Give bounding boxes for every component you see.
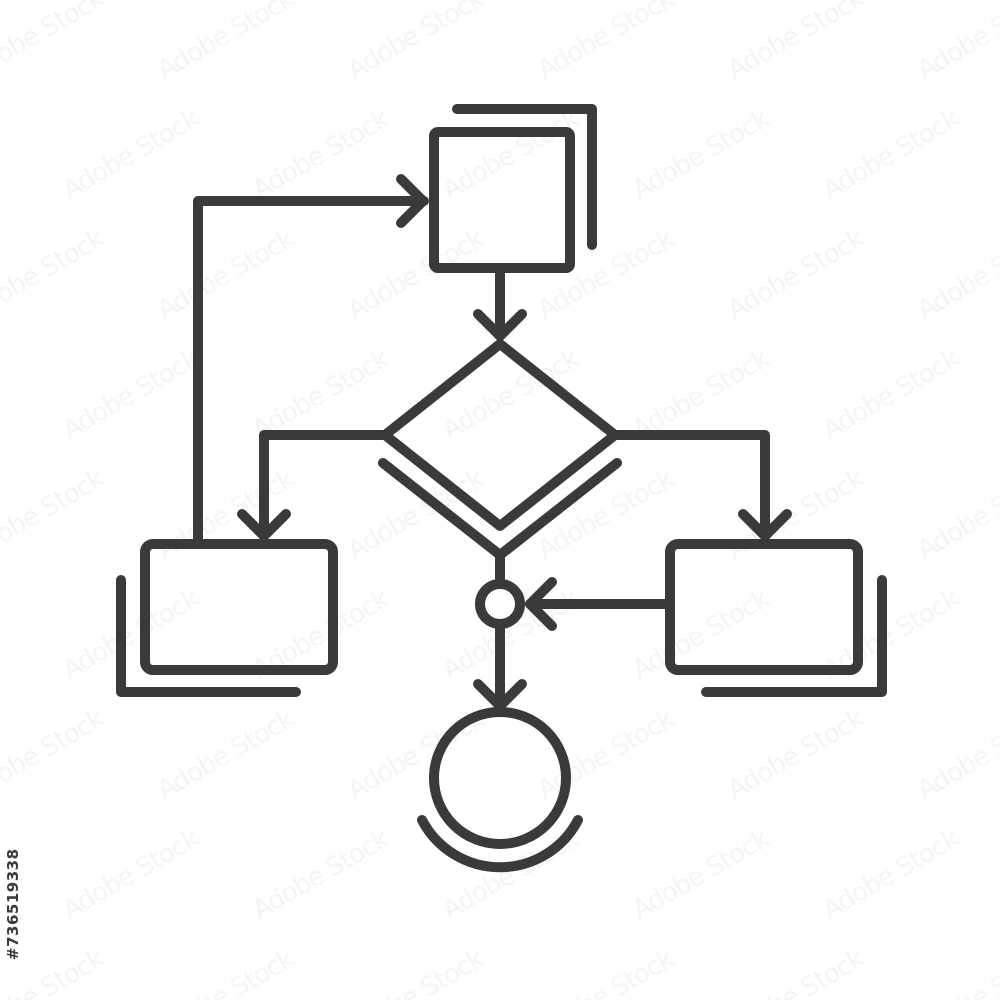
- start-process-node: [429, 104, 597, 273]
- right-process-box: [665, 539, 863, 675]
- left-process-node: [116, 539, 338, 697]
- edge-decision-to-left: [237, 430, 390, 541]
- edge-start-to-decision: [473, 263, 527, 341]
- connector-line: [259, 430, 390, 541]
- arrowhead-right-icon: [396, 174, 428, 228]
- decision-stack-shadow: [378, 458, 622, 560]
- arrowhead-down-icon: [237, 509, 291, 541]
- decision-diamond: [380, 339, 620, 531]
- terminator-circle: [429, 707, 571, 849]
- right-process-node: [665, 539, 887, 697]
- right-process-stack-1: [701, 575, 887, 697]
- edge-decision-to-right: [610, 430, 792, 541]
- arrowhead-down-icon: [473, 679, 527, 711]
- arrowhead-left-icon: [525, 577, 557, 631]
- junction-node: [475, 579, 525, 629]
- connector-line: [610, 430, 770, 541]
- edge-right-to-junction: [525, 577, 675, 631]
- edge-junction-to-terminator: [473, 619, 527, 711]
- arrowhead-down-icon: [473, 309, 527, 341]
- terminator-stack-arc: [417, 815, 583, 873]
- connector-line: [193, 196, 429, 549]
- decision-node: [378, 339, 622, 560]
- start-process-box: [429, 127, 575, 273]
- stock-id-label: #736519338: [4, 848, 22, 960]
- terminator-node: [417, 707, 583, 873]
- edge-left-to-start: [193, 174, 429, 549]
- start-process-stack-1: [452, 104, 597, 250]
- left-process-box: [140, 539, 338, 675]
- arrowhead-down-icon: [738, 509, 792, 541]
- left-process-stack-1: [116, 575, 301, 697]
